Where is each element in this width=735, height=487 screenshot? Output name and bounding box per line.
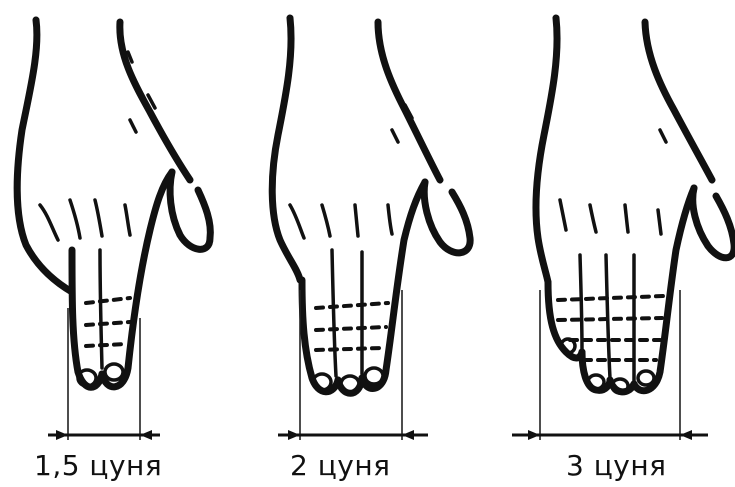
measure-three-fingers <box>278 290 428 440</box>
hand-two-fingers <box>17 20 210 387</box>
hand-three-fingers <box>272 18 470 393</box>
hand-four-fingers <box>536 18 734 393</box>
label-three-fingers: 2 цуня <box>290 449 391 482</box>
label-two-fingers: 1,5 цуня <box>34 449 162 482</box>
label-four-fingers: 3 цуня <box>566 449 667 482</box>
